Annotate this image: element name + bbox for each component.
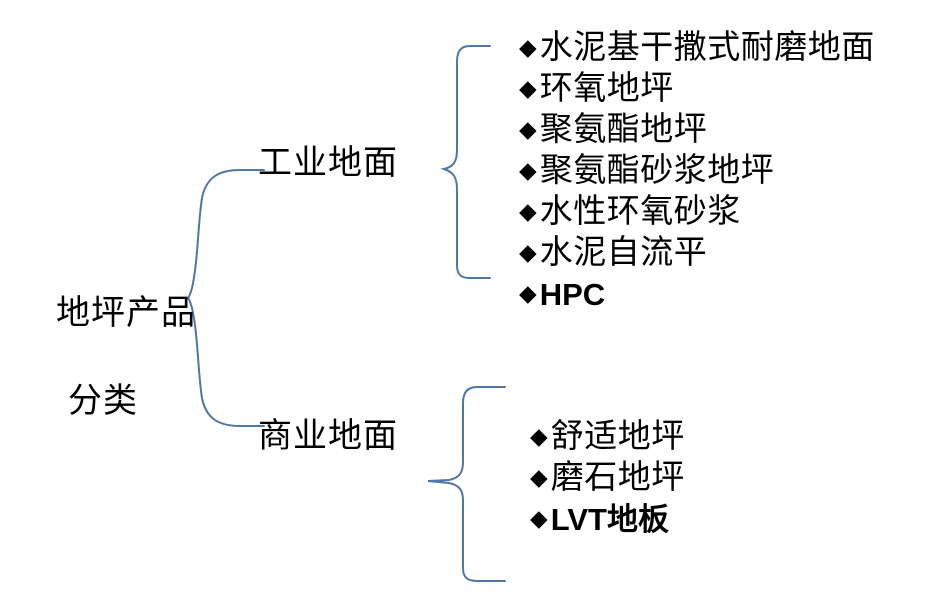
list-item: ◆舒适地坪 [530, 417, 685, 458]
diamond-bullet-icon: ◆ [519, 240, 537, 266]
list-item-label: 聚氨酯砂浆地坪 [539, 153, 775, 189]
list-item: ◆HPC [519, 274, 875, 315]
branch-label-industrial: 工业地面 [258, 145, 398, 182]
industrial-brace [440, 45, 491, 279]
diamond-bullet-icon: ◆ [519, 199, 537, 225]
diamond-bullet-icon: ◆ [530, 424, 548, 450]
commercial-brace [427, 386, 506, 582]
list-item-label: LVT地板 [550, 502, 669, 537]
list-item-label: 环氧地坪 [539, 71, 674, 107]
list-item: ◆水性环氧砂浆 [519, 192, 875, 233]
list-item: ◆LVT地板 [530, 499, 685, 540]
list-item: ◆环氧地坪 [519, 69, 875, 110]
diamond-bullet-icon: ◆ [519, 117, 537, 143]
list-item-label: 水泥基干撒式耐磨地面 [539, 30, 875, 66]
diamond-bullet-icon: ◆ [519, 76, 537, 102]
list-item: ◆水泥自流平 [519, 233, 875, 274]
diamond-bullet-icon: ◆ [519, 35, 537, 61]
root-node-label: 地坪产品 分类 [18, 248, 195, 512]
list-item-label: 水泥自流平 [539, 235, 708, 271]
diamond-bullet-icon: ◆ [530, 465, 548, 491]
industrial-item-list: ◆水泥基干撒式耐磨地面 ◆环氧地坪 ◆聚氨酯地坪 ◆聚氨酯砂浆地坪 ◆水性环氧砂… [519, 28, 875, 315]
root-node-label-line1: 地坪产品 [56, 295, 196, 332]
list-item-label: 聚氨酯地坪 [539, 112, 708, 148]
list-item-label: 水性环氧砂浆 [539, 194, 741, 230]
list-item: ◆聚氨酯地坪 [519, 110, 875, 151]
commercial-item-list: ◆舒适地坪 ◆磨石地坪 ◆LVT地板 [530, 417, 685, 540]
root-brace [186, 169, 265, 427]
root-node-label-line2: 分类 [68, 383, 138, 420]
diamond-bullet-icon: ◆ [519, 158, 537, 184]
list-item-label: HPC [539, 277, 606, 312]
diamond-bullet-icon: ◆ [519, 281, 537, 307]
list-item-label: 舒适地坪 [550, 419, 685, 455]
branch-label-commercial: 商业地面 [258, 418, 398, 455]
diamond-bullet-icon: ◆ [530, 506, 548, 532]
list-item-label: 磨石地坪 [550, 460, 685, 496]
list-item: ◆磨石地坪 [530, 458, 685, 499]
list-item: ◆聚氨酯砂浆地坪 [519, 151, 875, 192]
list-item: ◆水泥基干撒式耐磨地面 [519, 28, 875, 69]
